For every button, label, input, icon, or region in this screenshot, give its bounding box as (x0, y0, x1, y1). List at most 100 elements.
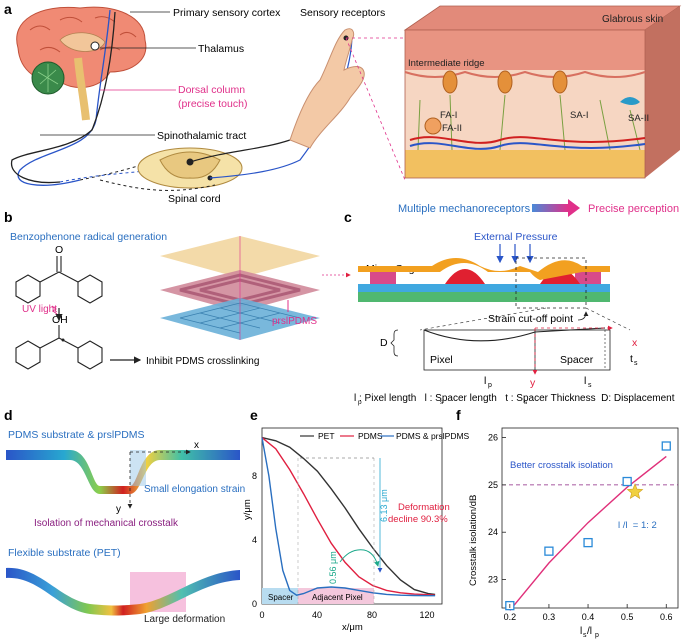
data-point (622, 476, 632, 487)
label-precise-perception: Precise perception (588, 203, 679, 215)
label-prslpdms-b: prslPDMS (272, 316, 317, 327)
chart-e-ytick-4: 4 (252, 535, 257, 545)
label-flexible-substrate: Flexible substrate (PET) (8, 547, 121, 559)
label-primary-sensory-cortex: Primary sensory cortex (173, 7, 281, 19)
chart-e-series-2 (261, 437, 436, 597)
chart-e-xtick-0: 0 (259, 610, 264, 620)
chart-f-xtick-1: 0.3 (543, 612, 556, 622)
radical-dot (61, 338, 65, 342)
uv-light-icon (51, 305, 58, 315)
legend-sub-p: p (358, 399, 362, 406)
chart-f: Better crosstalk isolation l /l = 1: 2 C… (468, 427, 679, 639)
label-pdms-substrate: PDMS substrate & prslPDMS (8, 429, 145, 441)
label-ts: t (630, 353, 633, 365)
label-lp-sub: p (488, 382, 492, 389)
chart-f-frame (501, 427, 679, 609)
spacer-band (262, 588, 298, 604)
chart-f-xlabel-slash: /l (587, 626, 592, 637)
label-thalamus: Thalamus (198, 43, 244, 55)
legend-pdms: PDMS (358, 431, 383, 441)
label-uv-light: UV light (22, 304, 57, 315)
label-y-c: y (530, 377, 536, 389)
label-fa1: FA-I (440, 110, 457, 121)
chart-e-series-1 (261, 437, 436, 596)
benzophenone-structure (15, 256, 103, 370)
panel-label-a: a (4, 1, 12, 17)
label-benzophenone: Benzophenone radical generation (10, 231, 167, 243)
gradient-arrow-body (532, 204, 568, 212)
chart-f-ytick-0: 23 (488, 575, 498, 585)
label-y-d: y (116, 504, 121, 515)
label-strain-cutoff: Strain cut-off point (488, 313, 573, 325)
chart-f-xlabel-sub2: p (595, 632, 599, 639)
legend-sub-s2: s (524, 399, 528, 406)
chart-f-ytick-1: 24 (488, 527, 498, 537)
label-adjacent-pixel: Adjacent Pixel (312, 593, 363, 602)
chart-e-ytick-0: 0 (252, 599, 257, 609)
label-dim2: 0.56 μm (328, 551, 338, 584)
label-x-c: x (632, 337, 638, 349)
panel-label-d: d (4, 407, 13, 423)
label-inhibit: Inhibit PDMS crosslinking (146, 356, 259, 367)
label-glabrous-skin: Glabrous skin (602, 14, 663, 25)
data-point (661, 441, 671, 451)
panel-label-e: e (250, 407, 258, 423)
label-fa2: FA-II (442, 123, 462, 134)
gradient-arrow-head (568, 199, 580, 217)
label-d: D (380, 337, 388, 349)
star-icon (626, 483, 644, 500)
legend-sub-s1: s (440, 399, 444, 406)
chart-f-xtick-3: 0.5 (621, 612, 634, 622)
label-ts-sub: s (634, 360, 638, 367)
chart-f-xlabel-sub1: s (583, 632, 587, 639)
chart-f-xtick-4: 0.6 (660, 612, 673, 622)
hand-illustration (289, 28, 365, 149)
label-multiple-mechanoreceptors: Multiple mechanoreceptors (398, 203, 531, 215)
panel-label-c: c (344, 209, 352, 225)
label-ls: l (584, 375, 586, 387)
label-oh: OH (52, 314, 68, 326)
chart-e-xtick-40: 40 (312, 610, 322, 620)
label-small-strain: Small elongation strain (144, 484, 245, 495)
chart-f-xlabel-l: l (580, 626, 582, 637)
label-lp: l (484, 375, 486, 387)
data-point (544, 546, 554, 556)
chart-e-xlabel: x/μm (342, 622, 363, 633)
label-x-d: x (194, 440, 199, 451)
chart-e-ylabel: y/μm (242, 499, 253, 520)
cross-section-diagram (390, 325, 613, 375)
pressure-arrows (496, 244, 534, 264)
chart-e-series-0 (261, 436, 436, 596)
chart-e-ytick-8: 8 (252, 471, 257, 481)
pet-deformed-strip (6, 567, 240, 616)
chart-f-ylabel: Crosstalk isolation/dB (468, 495, 479, 586)
fit-curve (509, 455, 667, 611)
label-ls-sub: s (588, 382, 592, 389)
dorsal-column-pathway (17, 9, 111, 186)
label-spacer-e: Spacer (268, 593, 294, 602)
chart-e: Spacer Adjacent Pixel 6.13 μm 0.56 μm De… (242, 427, 470, 633)
chart-f-ytick-3: 26 (488, 432, 498, 442)
micro-cage-device (358, 257, 610, 309)
small-strain-region (130, 450, 146, 486)
chart-e-legend: PET PDMS PDMS & prslPDMS (300, 431, 470, 441)
label-deformation: Deformation (398, 502, 450, 513)
spinothalamic-pathway (10, 11, 116, 184)
label-intermediate-ridge: Intermediate ridge (408, 58, 485, 69)
label-better-isolation: Better crosstalk isolation (510, 460, 613, 471)
brain-illustration (16, 6, 147, 121)
label-sensory-receptors: Sensory receptors (300, 7, 385, 19)
label-external-pressure: External Pressure (474, 231, 558, 243)
label-sa1: SA-I (570, 110, 588, 121)
chart-f-xtick-0: 0.2 (504, 612, 517, 622)
label-dim1: 6.13 μm (379, 489, 389, 522)
label-spinal-cord: Spinal cord (168, 193, 221, 205)
label-spacer-c: Spacer (560, 354, 594, 366)
panel-label-b: b (4, 209, 13, 225)
chart-e-xtick-80: 80 (367, 610, 377, 620)
label-legend-c: l : Pixel length l : Spacer length t : S… (354, 393, 675, 404)
label-sa2: SA-II (628, 113, 649, 124)
skin-block (403, 5, 682, 179)
legend-pet: PET (318, 431, 335, 441)
